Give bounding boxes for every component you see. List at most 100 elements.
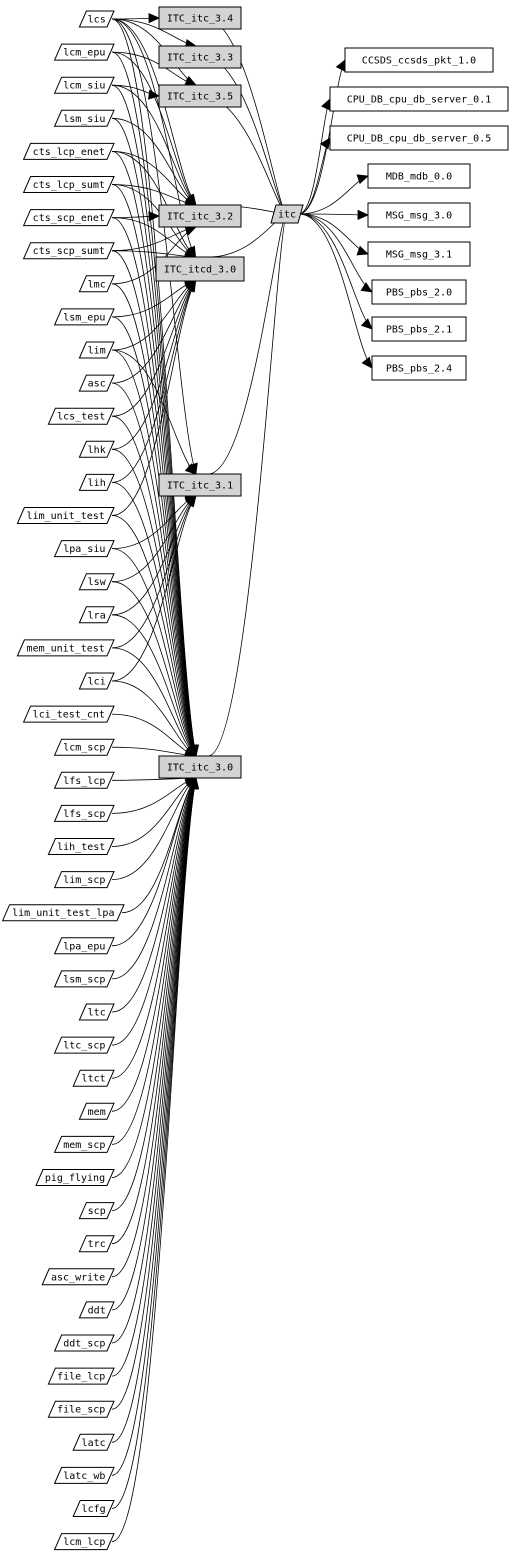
version-node-ITC_itc_3.2[interactable]: ITC_itc_3.2 — [158, 204, 242, 228]
dependency-node-MDB_mdb_0.0[interactable]: MDB_mdb_0.0 — [367, 163, 471, 189]
package-node-lpa_epu[interactable]: lpa_epu — [53, 937, 115, 955]
dependency-node-PBS_pbs_2.1[interactable]: PBS_pbs_2.1 — [371, 316, 467, 342]
package-node-lra[interactable]: lra — [78, 606, 115, 624]
edge-lim-to-ITC_itc_3.1 — [111, 349, 197, 475]
package-shape — [78, 374, 115, 392]
package-node-lcm_epu[interactable]: lcm_epu — [53, 43, 115, 61]
version-node-ITC_itc_3.4[interactable]: ITC_itc_3.4 — [158, 6, 242, 30]
edge-ITC_itc_3.0-to-itc — [208, 213, 288, 757]
package-label: file_lcp — [57, 1372, 105, 1383]
package-node-ddt[interactable]: ddt — [78, 1301, 115, 1319]
version-box — [158, 473, 242, 497]
edge-lcm_lcp-to-ITC_itc_3.0-arrowhead — [188, 777, 200, 790]
package-node-asc[interactable]: asc — [78, 374, 115, 392]
package-node-file_scp[interactable]: file_scp — [47, 1400, 115, 1418]
package-node-lhk[interactable]: lhk — [78, 440, 115, 458]
package-node-lcs[interactable]: lcs — [78, 10, 115, 28]
package-node-lsm_siu[interactable]: lsm_siu — [53, 109, 115, 127]
package-node-asc_write[interactable]: asc_write — [41, 1268, 115, 1286]
package-node-lpa_siu[interactable]: lpa_siu — [53, 540, 115, 558]
package-shape — [53, 76, 115, 94]
package-shape — [72, 1433, 115, 1451]
package-shape — [78, 672, 115, 690]
package-shape — [22, 142, 115, 160]
package-node-lih_test[interactable]: lih_test — [47, 838, 115, 855]
dependency-node-CPU_DB_cpu_db_server_0.1[interactable]: CPU_DB_cpu_db_server_0.1 — [329, 86, 509, 112]
package-node-lcfg[interactable]: lcfg — [72, 1500, 115, 1517]
package-node-mem_unit_test[interactable]: mem_unit_test — [16, 639, 115, 657]
package-node-latc_wb[interactable]: latc_wb — [53, 1466, 115, 1484]
dependency-box — [344, 47, 494, 73]
package-node-lih[interactable]: lih — [78, 473, 115, 491]
package-node-lsm_epu[interactable]: lsm_epu — [53, 308, 115, 326]
package-node-lci_test_cnt[interactable]: lci_test_cnt — [22, 705, 115, 723]
package-node-cts_scp_enet[interactable]: cts_scp_enet — [22, 209, 115, 227]
edge-mem-to-ITC_itc_3.0 — [111, 777, 197, 1112]
dependency-node-PBS_pbs_2.0[interactable]: PBS_pbs_2.0 — [371, 279, 467, 305]
package-node-trc[interactable]: trc — [78, 1235, 115, 1253]
version-node-ITC_itc_3.1[interactable]: ITC_itc_3.1 — [158, 473, 242, 497]
version-node-ITC_itc_3.5[interactable]: ITC_itc_3.5 — [158, 84, 242, 108]
package-node-lmc[interactable]: lmc — [78, 275, 115, 293]
package-shape — [53, 804, 115, 822]
package-node-cts_lcp_enet[interactable]: cts_lcp_enet — [22, 142, 115, 160]
package-shape — [53, 970, 115, 988]
package-node-cts_lcp_sumt[interactable]: cts_lcp_sumt — [22, 176, 115, 193]
dependency-node-CPU_DB_cpu_db_server_0.5[interactable]: CPU_DB_cpu_db_server_0.5 — [329, 125, 509, 151]
package-node-cts_scp_sumt[interactable]: cts_scp_sumt — [22, 242, 115, 260]
package-node-ltct[interactable]: ltct — [72, 1069, 115, 1087]
package-label: lpa_siu — [63, 544, 105, 555]
dependency-node-MSG_msg_3.0[interactable]: MSG_msg_3.0 — [367, 202, 471, 228]
package-node-lsw[interactable]: lsw — [78, 573, 115, 591]
package-node-scp[interactable]: scp — [78, 1202, 115, 1220]
package-node-lim_scp[interactable]: lim_scp — [53, 871, 115, 889]
version-node-ITC_itc_3.0[interactable]: ITC_itc_3.0 — [158, 755, 242, 779]
package-node-lim_unit_test[interactable]: lim_unit_test — [16, 507, 115, 524]
package-label: lhk — [88, 445, 106, 456]
package-shape — [47, 407, 115, 425]
dependency-node-CCSDS_ccsds_pkt_1.0[interactable]: CCSDS_ccsds_pkt_1.0 — [344, 47, 494, 73]
package-label: cts_scp_enet — [33, 213, 105, 224]
edge-lcm_epu-to-ITC_itc_3.2 — [111, 51, 197, 206]
dependency-label: CCSDS_ccsds_pkt_1.0 — [362, 56, 476, 67]
package-label: lsw — [88, 577, 107, 588]
version-node-ITC_itcd_3.0[interactable]: ITC_itcd_3.0 — [155, 256, 245, 282]
version-label: ITC_itc_3.5 — [167, 92, 233, 103]
package-node-file_lcp[interactable]: file_lcp — [47, 1367, 115, 1385]
package-node-lim[interactable]: lim — [78, 341, 115, 359]
package-label: lra — [88, 610, 106, 621]
package-label: asc — [88, 379, 106, 390]
package-node-lcm_scp[interactable]: lcm_scp — [53, 738, 115, 756]
package-node-lim_unit_test_lpa[interactable]: lim_unit_test_lpa — [1, 904, 125, 922]
dependency-box — [329, 86, 509, 112]
package-node-ltc_scp[interactable]: ltc_scp — [53, 1036, 115, 1054]
package-shape — [78, 473, 115, 491]
package-shape — [53, 308, 115, 326]
package-node-lfs_scp[interactable]: lfs_scp — [53, 804, 115, 822]
center-node-itc[interactable]: itc — [270, 204, 304, 224]
package-label: lci — [88, 677, 106, 688]
edge-lsm_siu-to-ITC_itc_3.2 — [111, 117, 197, 206]
package-shape — [47, 838, 115, 855]
version-node-ITC_itc_3.3[interactable]: ITC_itc_3.3 — [158, 45, 242, 69]
dependency-node-MSG_msg_3.1[interactable]: MSG_msg_3.1 — [367, 241, 471, 267]
package-node-lcm_siu[interactable]: lcm_siu — [53, 76, 115, 94]
edge-lcs_test-to-ITC_itc_3.0 — [111, 415, 197, 757]
edge-lcs_test-to-ITC_itcd_3.0 — [111, 280, 196, 417]
package-node-lci[interactable]: lci — [78, 672, 115, 690]
dependency-node-PBS_pbs_2.4[interactable]: PBS_pbs_2.4 — [371, 355, 467, 381]
package-node-pig_flying[interactable]: pig_flying — [35, 1169, 115, 1186]
package-label: lfs_lcp — [63, 776, 105, 787]
package-node-mem_scp[interactable]: mem_scp — [53, 1135, 115, 1153]
package-node-ddt_scp[interactable]: ddt_scp — [53, 1334, 115, 1352]
version-box — [155, 256, 245, 282]
package-node-lcs_test[interactable]: lcs_test — [47, 407, 115, 425]
edge-lcm_lcp-to-ITC_itc_3.0 — [111, 777, 197, 1542]
package-node-latc[interactable]: latc — [72, 1433, 115, 1451]
package-node-lfs_lcp[interactable]: lfs_lcp — [53, 771, 115, 789]
package-node-lcm_lcp[interactable]: lcm_lcp — [53, 1533, 115, 1551]
package-node-lsm_scp[interactable]: lsm_scp — [53, 970, 115, 988]
package-node-ltc[interactable]: ltc — [78, 1003, 115, 1021]
package-node-mem[interactable]: mem — [78, 1102, 115, 1120]
package-label: lim_unit_test — [27, 511, 105, 522]
